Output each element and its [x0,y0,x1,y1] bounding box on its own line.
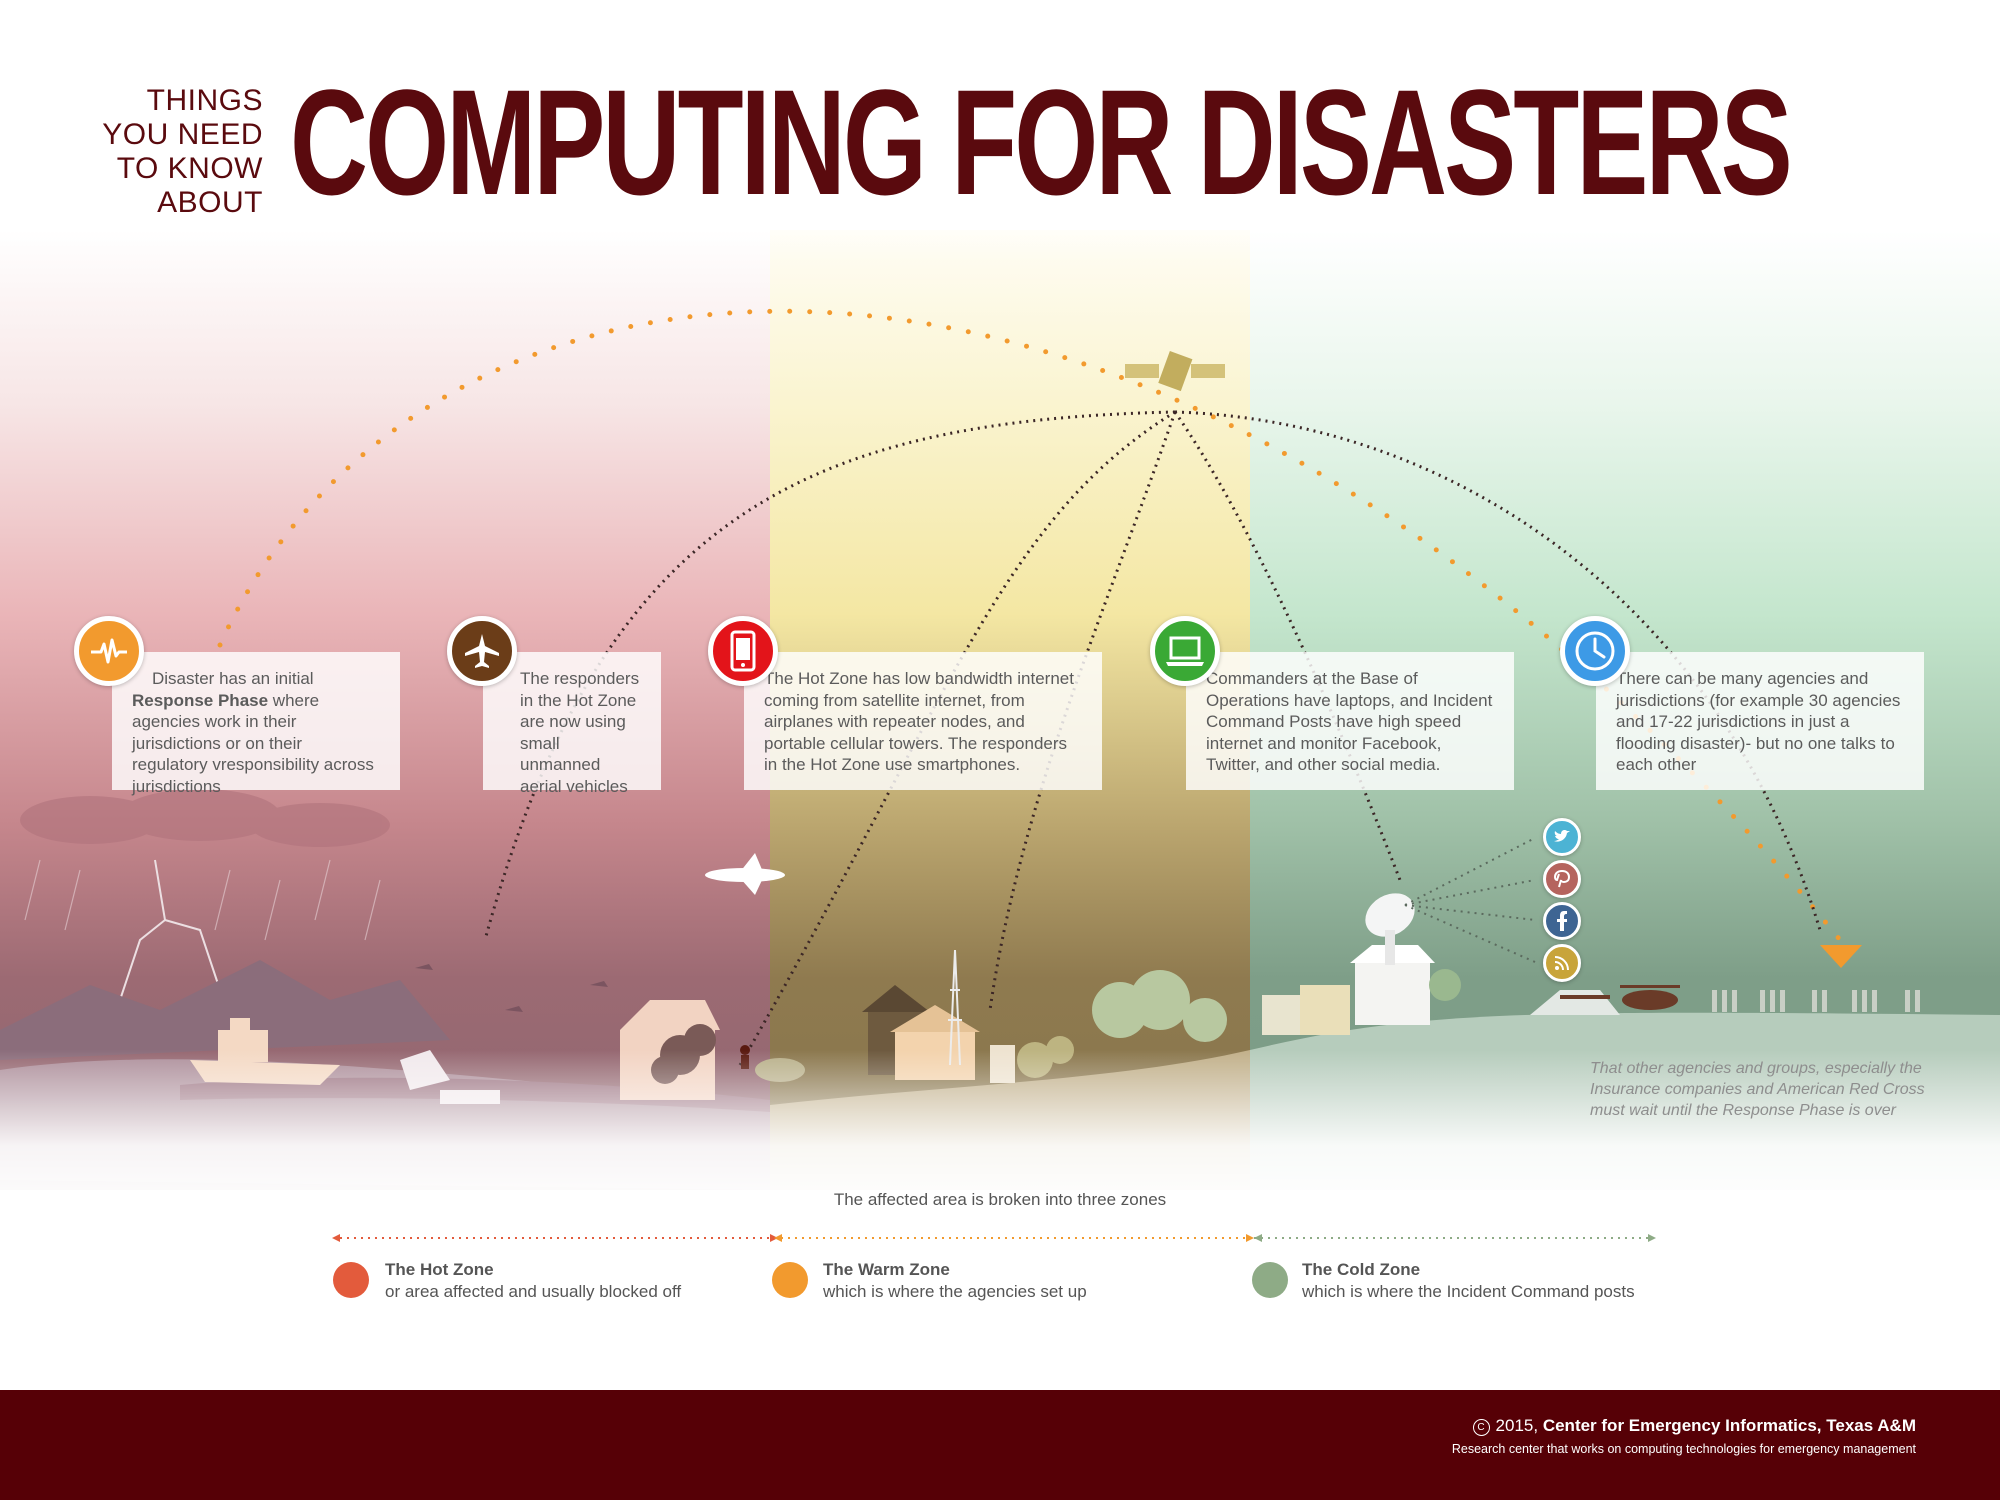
card-text: The responders in the Hot Zone are now u… [520,669,640,796]
lightning-icon [119,859,221,1001]
cold-zone-town [1092,945,1461,1042]
card-agencies-jurisdictions: There can be many agencies and jurisdict… [1596,652,1924,790]
responders-group [1712,990,1920,1012]
social-links [1404,837,1536,963]
hot-zone-dot [333,1262,369,1298]
kicker-line: YOU NEED [102,118,263,151]
kicker-line: ABOUT [157,186,263,219]
cell-tower-icon [948,949,962,1066]
card-response-phase: Disaster has an initial Response Phase w… [112,652,400,796]
airplane-icon [447,616,517,686]
card-text: where agencies work in their jurisdictio… [132,690,374,796]
zones-caption: The affected area is broken into three z… [833,1190,1167,1209]
warm-zone-title: The Warm Zone [823,1260,950,1279]
zones-ruler [332,1234,1656,1242]
seismograph-icon [74,616,144,686]
warm-zone-desc: which is where the agencies set up [823,1282,1087,1301]
rain [24,859,381,941]
orange-arc-head [1820,945,1862,968]
card-text: There can be many agencies and jurisdict… [1616,669,1901,774]
copyright-icon: C [1472,1419,1490,1436]
satellite-icon [1125,350,1225,392]
card-text: Commanders at the Base of Operations hav… [1206,669,1493,774]
footer-org: Center for Emergency Informatics, Texas … [1542,1416,1916,1435]
mountains [0,960,450,1060]
twitter-icon [1543,818,1581,856]
facebook-icon [1543,902,1581,940]
airplane-scene-icon [705,853,785,895]
ground-fade [0,1050,2000,1210]
pinterest-icon [1543,860,1581,898]
storm-clouds [20,789,390,847]
title-kicker: THINGS YOU NEED TO KNOW ABOUT [95,84,263,220]
kicker-line: TO KNOW [116,152,263,185]
side-note: That other agencies and groups, especial… [1590,1060,1925,1119]
cold-zone-dot [1252,1262,1288,1298]
cold-zone-title: The Cold Zone [1302,1260,1421,1279]
command-post-tent-icon [1530,990,1620,1015]
card-text-pre: Disaster has an initial [152,669,314,688]
cold-zone-desc: which is where the Incident Command post… [1302,1282,1635,1301]
hot-zone-title: The Hot Zone [385,1260,494,1279]
hot-zone-desc: or area affected and usually blocked off [385,1282,682,1301]
drone-icon [415,964,608,1012]
footer: C 2015, Center for Emergency Informatics,… [0,1390,2000,1500]
card-text-bold: Response Phase [132,690,269,710]
card-text: The Hot Zone has low bandwidth internet … [764,669,1074,774]
kicker-line: THINGS [146,84,263,117]
card-unmanned-vehicles: The responders in the Hot Zone are now u… [483,652,661,796]
satellite-dish-icon [1365,893,1415,965]
footer-year: 2015, [1495,1416,1539,1435]
footer-credit: C 2015, Center for Emergency Informatics,… [1472,1416,1916,1436]
orange-dotted-arc [217,308,1843,943]
warm-zone-dot [772,1262,808,1298]
laptop-icon [1150,616,1220,686]
top-fade [0,0,2000,260]
footer-tagline: Research center that works on computing … [1451,1442,1916,1456]
card-base-operations: Commanders at the Base of Operations hav… [1186,652,1514,790]
helicopter-icon [1560,985,1680,1010]
clock-icon [1560,616,1630,686]
rss-icon [1543,944,1581,982]
smartphone-icon [708,616,778,686]
page-title: COMPUTING FOR DISASTERS [290,58,1793,226]
card-hot-zone-bandwidth: The Hot Zone has low bandwidth internet … [744,652,1102,790]
